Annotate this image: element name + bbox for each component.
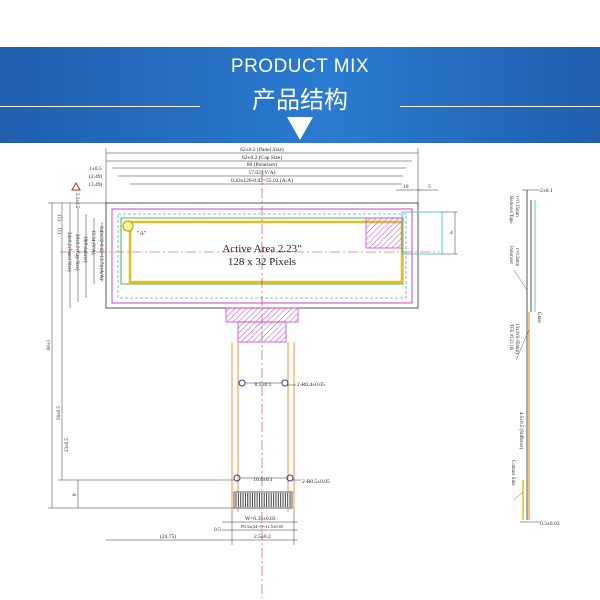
dim-hole-radius-lower: 2-R0.5±0.05	[302, 479, 330, 485]
dim-stiffener-height: 8	[73, 493, 78, 496]
dim-va-width: 57.02 (V/A)	[249, 169, 276, 176]
dim-hole-spacing-upper: 8.5±0.1	[255, 382, 272, 388]
side-label-tfe: TFE #1211B	[508, 324, 513, 350]
dim-overall-height: 60±1	[47, 339, 52, 350]
dim-panel-width: 62±0.2 (Panel Size)	[240, 146, 284, 153]
dim-offset-3: (3.49)	[89, 181, 102, 188]
dim-offset-1: 1±0.5	[89, 166, 102, 172]
marker-label: "A"	[137, 231, 147, 237]
corner-marker-icon	[122, 220, 134, 232]
dim-fpc-height: 56±0.5	[57, 406, 62, 420]
front-view: "A" Active Area 2.23" 128 x 32 Pixels 62…	[47, 146, 458, 598]
dim-left-3: 2.3±0.5	[74, 193, 79, 209]
dim-aa-height: 0.43x32-0.02=13.74 (A/A)	[98, 226, 103, 280]
dim-cap-height: 20±0.2 (Cap Size)	[74, 234, 79, 271]
hole-left-lower-icon	[233, 474, 241, 482]
side-label-tape-thickness: t=0.15mm	[514, 196, 519, 217]
dim-right-10: 10	[403, 184, 409, 190]
warning-icon	[71, 181, 81, 191]
banner-title: PRODUCT MIX	[230, 56, 370, 77]
dim-hole-radius-upper: 2-R0.4±0.05	[297, 382, 325, 388]
dim-panel-height: 24±0.2 (Panel Size)	[66, 232, 71, 272]
dim-tail-height: 23±0.5	[65, 438, 70, 452]
hatched-pad-area	[365, 217, 403, 249]
dim-fpc-thickness: 0.3±0.03	[540, 521, 560, 527]
dim-cap-width: 62±0.2 (Cap Size)	[242, 154, 282, 161]
dim-side-thickness: 2±0.1	[540, 188, 553, 194]
dim-aa-width: 0.43x128-0.02=55.02 (A/A)	[231, 177, 293, 184]
down-arrow-icon	[287, 117, 313, 140]
fpc-tail	[231, 342, 295, 512]
banner-right-line	[400, 106, 600, 107]
connector-pins	[233, 491, 293, 509]
side-label-glass: Glass	[536, 312, 541, 323]
dim-polarizer-width: 60 (Polarizer)	[247, 161, 278, 168]
hole-right-upper-icon	[281, 379, 289, 387]
dim-right-5: 5	[428, 184, 431, 190]
side-label-tfe-size: (3x3x0.05mm)	[514, 324, 519, 354]
dim-hole-spacing-lower: 10.4±0.1	[253, 477, 273, 483]
dim-polarizer-height: 18(Polarizer)	[82, 236, 87, 263]
dim-pin-offset: 0.5	[214, 527, 221, 533]
dim-left-1: (1)	[56, 215, 61, 221]
side-view: 2±0.1 0.3±0.03 Remove Tape t=0.15mm Pola…	[508, 188, 560, 527]
side-label-polarizer: Polarizer	[508, 246, 513, 264]
left-dimension-lines	[48, 202, 235, 509]
side-label-pol-thickness: t=0.2mm	[514, 248, 519, 266]
active-area-title: Active Area 2.23"	[222, 243, 301, 255]
dim-left-2: (1)	[56, 228, 61, 234]
dim-pin-pitch: P0.5x(24-1)=11.5±0.05	[241, 524, 284, 529]
ic-bond-area	[225, 307, 299, 323]
ic-chip	[237, 321, 287, 343]
dim-tail-offset: (24.75)	[160, 533, 176, 540]
dim-va-height: 15.34 (V/A)	[90, 230, 95, 255]
pin-lines	[235, 493, 291, 507]
dim-right-4: 4	[450, 230, 453, 236]
side-label-stiffener: 4.5±0.5 (Stiffener)	[518, 412, 523, 450]
active-area-pixels: 128 x 32 Pixels	[228, 256, 296, 268]
top-dimension-lines	[105, 148, 438, 205]
banner-subtitle: 产品结构	[252, 86, 348, 114]
side-label-remove-tape: Remove Tape	[508, 196, 513, 224]
dim-pin-width: W=0.35±0.03	[245, 516, 276, 522]
right-tab-outline	[401, 211, 443, 255]
side-label-contact: Contact Side	[510, 460, 515, 486]
banner-left-line	[0, 106, 200, 107]
hole-left-upper-icon	[238, 379, 246, 387]
bottom-dimension-lines	[106, 512, 298, 545]
dim-offset-2: (2.49)	[89, 173, 102, 180]
dim-tail-width: 2.5±0.2	[254, 534, 271, 540]
